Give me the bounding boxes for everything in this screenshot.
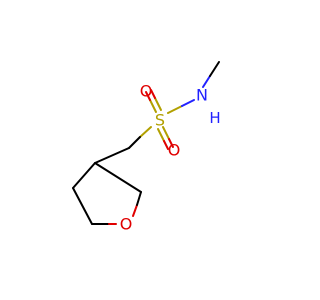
bond-ring-c2-c3 <box>94 162 142 193</box>
bond-s-o-bottom <box>157 126 174 150</box>
bond-ring-c3-c4 <box>72 162 96 189</box>
bond-ring-o-c2 <box>132 191 142 217</box>
atom-hydrogen: H <box>209 109 220 127</box>
atom-oxygen-top: O <box>140 82 153 101</box>
atom-sulfur: S <box>155 111 165 130</box>
structure-diagram: S O O N H O <box>72 61 221 234</box>
atom-oxygen-bottom: O <box>168 141 181 160</box>
bond-s-n <box>167 99 195 114</box>
bond-n-methyl <box>202 61 220 88</box>
bond-ring-c4-c5 <box>72 187 93 225</box>
molecule-canvas: S O O N H O <box>72 61 221 234</box>
bond-ch2-ring <box>94 147 130 164</box>
bond-s-o-top <box>145 89 162 113</box>
atom-ring-oxygen: O <box>120 215 133 234</box>
bond-s-ch2 <box>128 126 152 149</box>
atom-nitrogen: N <box>196 86 208 105</box>
